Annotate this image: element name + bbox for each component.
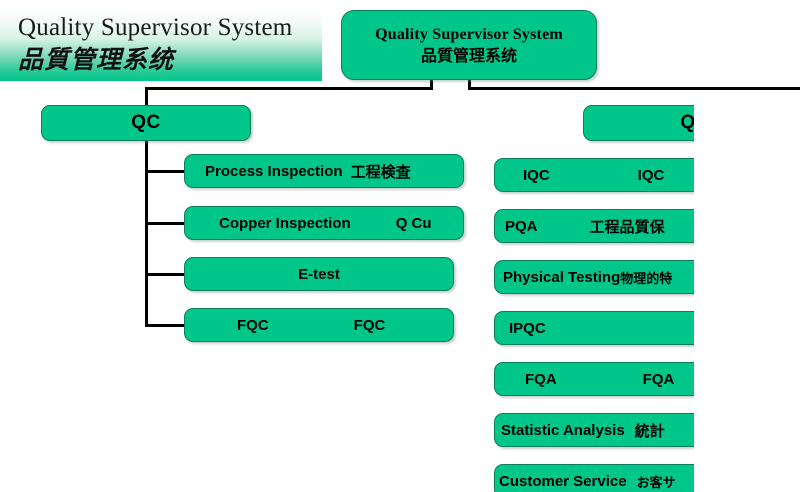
node-root-label-chinese: 品質管理系统	[420, 46, 517, 65]
connector-bus-left	[145, 87, 433, 90]
node-physical-testing-label-en: Physical Testing	[503, 268, 621, 286]
node-physical-testing-label-cn: 物理的特	[620, 271, 673, 287]
slide-title-banner: Quality Supervisor System 品質管理系统	[0, 8, 322, 81]
node-copper-inspection[interactable]: Copper Inspection Q Cu	[184, 206, 464, 240]
node-iqc-label-cn: IQC	[637, 166, 665, 184]
node-qc-heading[interactable]: QC	[41, 105, 251, 141]
node-e-test-label-en: E-test	[298, 265, 340, 283]
node-qa-heading[interactable]: Q	[583, 105, 694, 141]
node-ipqc[interactable]: IPQC	[494, 311, 694, 345]
connector-root-drop-left	[430, 78, 433, 89]
connector-root-drop-right	[468, 78, 471, 89]
connector-drop-to-qc	[145, 87, 148, 108]
node-copper-inspection-label-en: Copper Inspection	[219, 214, 351, 232]
connector-left-spine	[145, 140, 148, 327]
connector-left-stub-4	[145, 324, 185, 327]
node-fqa[interactable]: FQA FQA	[494, 362, 694, 396]
node-fqa-label-en: FQA	[525, 370, 557, 388]
right-branch-clip-region: Q IQC IQC PQA 工程品質保 Physical Testing 物理的…	[494, 0, 694, 492]
node-root[interactable]: Quality Supervisor System 品質管理系统	[341, 10, 597, 80]
node-process-inspection[interactable]: Process Inspection 工程検査	[184, 154, 464, 188]
node-process-inspection-label-en: Process Inspection	[205, 162, 343, 180]
node-ipqc-label-en: IPQC	[509, 319, 546, 337]
node-fqc-label-en: FQC	[237, 316, 269, 334]
node-fqc-label-cn: FQC	[353, 316, 386, 334]
node-statistic-analysis-label-en: Statistic Analysis	[501, 421, 625, 439]
connector-left-stub-1	[145, 170, 185, 173]
node-fqa-label-cn: FQA	[642, 370, 675, 388]
node-iqc-label-en: IQC	[523, 166, 550, 184]
node-physical-testing[interactable]: Physical Testing 物理的特	[494, 260, 694, 294]
node-qa-heading-label: Q	[680, 112, 694, 134]
node-pqa-label-en: PQA	[505, 217, 538, 235]
node-copper-inspection-label-cn: Q Cu	[395, 214, 432, 232]
node-iqc[interactable]: IQC IQC	[494, 158, 694, 192]
node-customer-service-label-en: Customer Service	[499, 472, 627, 490]
node-customer-service-label-cn: お客サ	[636, 475, 676, 491]
node-customer-service[interactable]: Customer Service お客サ	[494, 464, 694, 492]
node-statistic-analysis[interactable]: Statistic Analysis 統計	[494, 413, 694, 447]
node-fqc[interactable]: FQC FQC	[184, 308, 454, 342]
node-e-test[interactable]: E-test	[184, 257, 454, 291]
connector-left-stub-2	[145, 222, 185, 225]
slide-title-chinese: 品質管理系统	[18, 47, 175, 74]
connector-bus-right	[468, 87, 800, 90]
node-pqa-label-cn: 工程品質保	[589, 217, 665, 236]
node-process-inspection-label-cn: 工程検査	[350, 162, 411, 181]
slide-title-english: Quality Supervisor System	[18, 14, 293, 41]
connector-left-stub-3	[145, 273, 185, 276]
node-qc-heading-label: QC	[131, 112, 161, 133]
node-root-label-english: Quality Supervisor System	[375, 26, 563, 43]
node-statistic-analysis-label-cn: 統計	[634, 421, 665, 440]
node-pqa[interactable]: PQA 工程品質保	[494, 209, 694, 243]
